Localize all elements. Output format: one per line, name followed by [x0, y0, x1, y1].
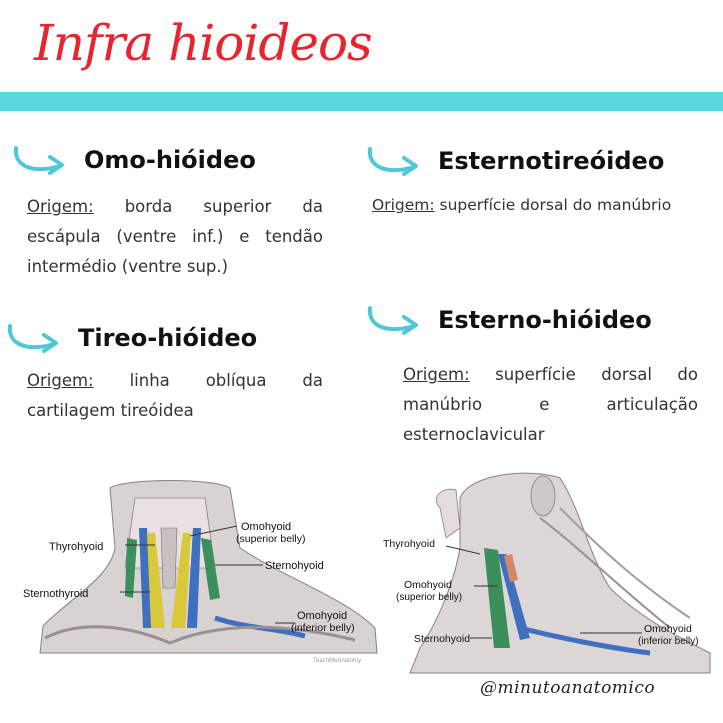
- author-handle: @minutoanatomico: [480, 678, 656, 698]
- anterior-neck-illustration: Thyrohyoid Sternothyroid Omohyoid (super…: [23, 480, 378, 664]
- label-omohyoid-superior-belly: (superior belly): [236, 533, 305, 545]
- label-sternohyoid: Sternohyoid: [414, 633, 470, 645]
- curved-arrow-icon: [367, 306, 418, 335]
- section-title: Tireo-hióideo: [78, 324, 258, 352]
- origin-text: borda superior da escápula (ventre inf.)…: [27, 197, 323, 276]
- section-title: Esterno-hióideo: [438, 306, 652, 334]
- curved-arrow-icon: [7, 324, 58, 353]
- section-omohyoid-header: Omo-hióideo: [10, 140, 256, 180]
- header-band: [0, 92, 723, 111]
- section-sternothyroid-header: Esternotireóideo: [364, 141, 664, 181]
- section-sternohyoid-origin: Origem: superfície dorsal do manúbrio e …: [403, 360, 698, 450]
- origin-text: superfície dorsal do manúbrio e articula…: [403, 365, 698, 444]
- section-title: Esternotireóideo: [438, 147, 665, 175]
- curved-arrow-icon: [13, 146, 64, 175]
- label-omohyoid-inferior-belly: (inferior belly): [638, 636, 699, 647]
- label-thyrohyoid: Thyrohyoid: [49, 541, 103, 553]
- origin-label: Origem:: [27, 197, 94, 216]
- label-sternohyoid: Sternohyoid: [265, 560, 324, 572]
- origin-text: superfície dorsal do manúbrio: [439, 196, 672, 214]
- origin-text: linha oblíqua da cartilagem tireóidea: [27, 371, 323, 420]
- label-thyrohyoid: Thyrohyoid: [383, 538, 435, 550]
- label-omohyoid-inferior-belly: (inferior belly): [291, 622, 355, 634]
- label-omohyoid-superior: Omohyoid: [241, 521, 291, 533]
- origin-label: Origem:: [403, 365, 470, 384]
- origin-label: Origem:: [372, 196, 435, 214]
- section-title: Omo-hióideo: [84, 146, 256, 174]
- figure-watermark: TeachMeAnatomy: [313, 658, 361, 664]
- label-omohyoid-superior: Omohyoid: [404, 579, 452, 591]
- lateral-neck-illustration: Thyrohyoid Omohyoid (superior belly) Ste…: [383, 472, 711, 674]
- section-thyrohyoid-origin: Origem: linha oblíqua da cartilagem tire…: [27, 366, 323, 426]
- label-omohyoid-inferior: Omohyoid: [644, 623, 692, 635]
- origin-label: Origem:: [27, 371, 94, 390]
- label-omohyoid-superior-belly: (superior belly): [396, 592, 462, 603]
- section-thyrohyoid-header: Tireo-hióideo: [4, 318, 257, 358]
- page-title: Infra hioideos: [34, 14, 373, 72]
- curved-arrow-icon: [367, 147, 418, 176]
- section-omohyoid-origin: Origem: borda superior da escápula (vent…: [27, 192, 323, 282]
- section-sternothyroid-origin: Origem: superfície dorsal do manúbrio: [372, 190, 717, 220]
- section-sternohyoid-header: Esterno-hióideo: [364, 300, 652, 340]
- label-omohyoid-inferior: Omohyoid: [297, 610, 347, 622]
- label-sternothyroid: Sternothyroid: [23, 588, 88, 600]
